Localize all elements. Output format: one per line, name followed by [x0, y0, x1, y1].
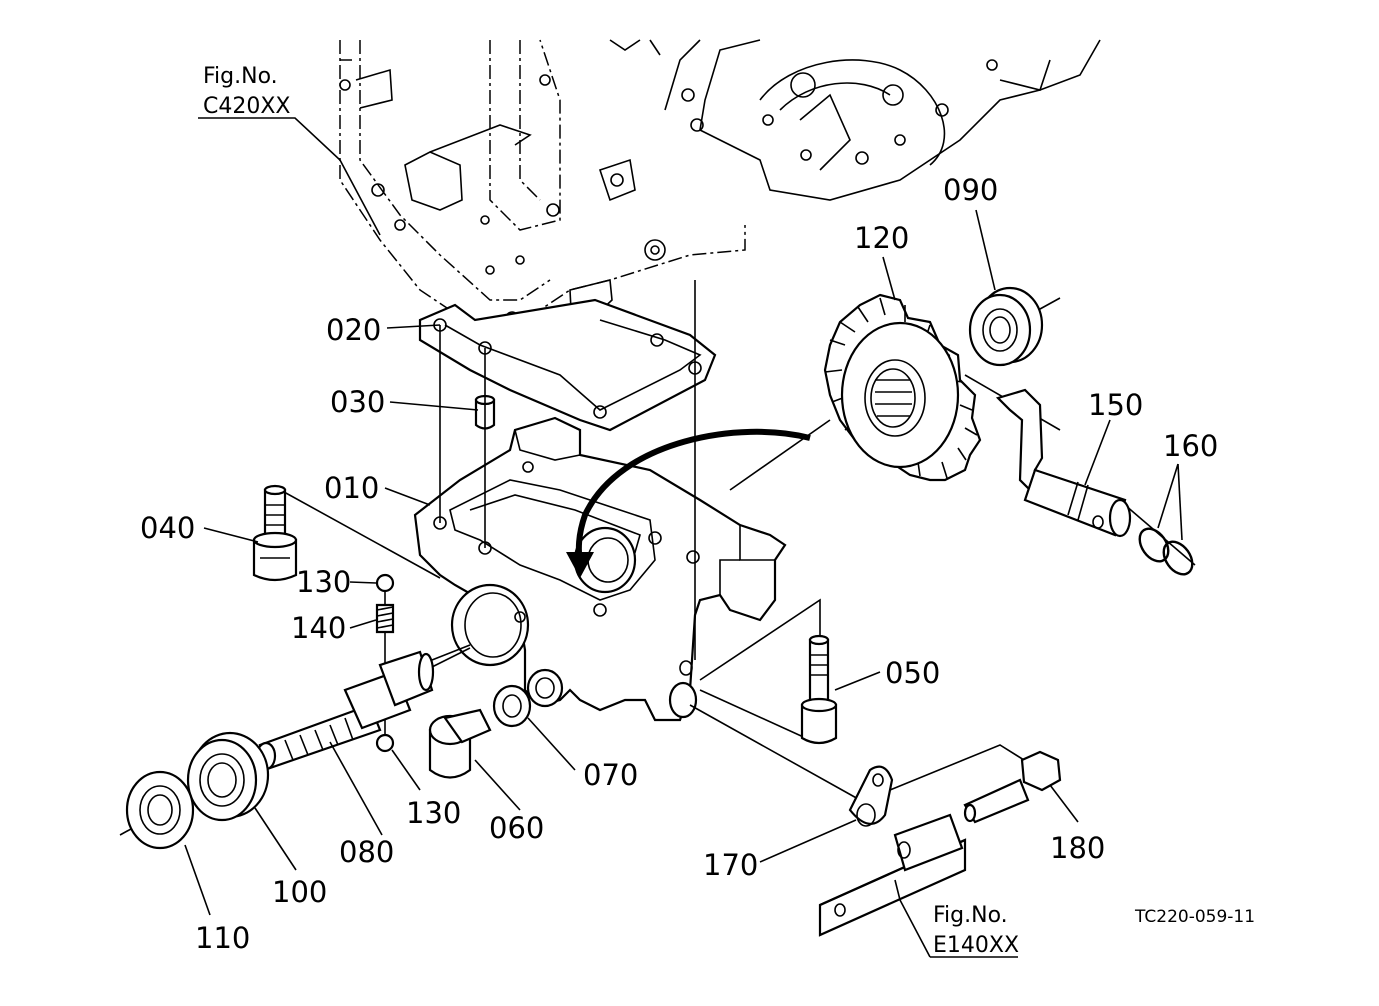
part-number-160: 160: [1163, 429, 1218, 463]
leader-lines: [184, 117, 1183, 958]
bolt-050: [800, 634, 838, 745]
part-number-140: 140: [291, 611, 346, 645]
part-number-120: 120: [854, 221, 909, 255]
part-number-020: 020: [326, 313, 381, 347]
gasket-020: [418, 298, 717, 432]
part-number-180: 180: [1050, 831, 1105, 865]
part-number-070: 070: [583, 758, 638, 792]
figure-ref-label: Fig.No.: [203, 64, 278, 89]
part-number-100: 100: [272, 875, 327, 909]
part-number-060: 060: [489, 811, 544, 845]
part-number-080: 080: [339, 835, 394, 869]
upper-housing-phantom: [339, 39, 746, 331]
shaft-080: [255, 644, 471, 771]
figure-ref-code: C420XX: [203, 94, 291, 119]
part-number-110: 110: [195, 921, 250, 955]
part-number-170: 170: [703, 848, 758, 882]
figure-reference-c420xx: Fig.No. C420XX: [203, 64, 291, 119]
installation-arrow: [566, 428, 811, 578]
plate-170-lever: [818, 750, 1062, 937]
shaft-150: [995, 388, 1132, 538]
balls-spring: [375, 573, 395, 753]
part-number-130-lower: 130: [406, 796, 461, 830]
part-number-050: 050: [885, 656, 940, 690]
plug-060-washer-070: [428, 684, 532, 779]
orings-160: [1138, 527, 1194, 576]
gear-120: [823, 293, 982, 482]
part-number-010: 010: [324, 471, 379, 505]
transmission-case-outline: [609, 39, 1101, 201]
part-number-130-upper: 130: [296, 565, 351, 599]
part-number-030: 030: [330, 385, 385, 419]
plug-040: [252, 484, 298, 582]
case-010: [413, 416, 787, 722]
part-number-090: 090: [943, 173, 998, 207]
part-number-040: 040: [140, 511, 195, 545]
figure-ref-label: Fig.No.: [933, 903, 1008, 928]
figure-reference-e140xx: Fig.No. E140XX: [933, 903, 1019, 958]
bearing-090: [968, 286, 1044, 367]
drawing-code: TC220-059-11: [1134, 907, 1255, 927]
figure-ref-code: E140XX: [933, 933, 1019, 958]
part-number-150: 150: [1088, 388, 1143, 422]
bearings-100-110: [125, 731, 270, 850]
